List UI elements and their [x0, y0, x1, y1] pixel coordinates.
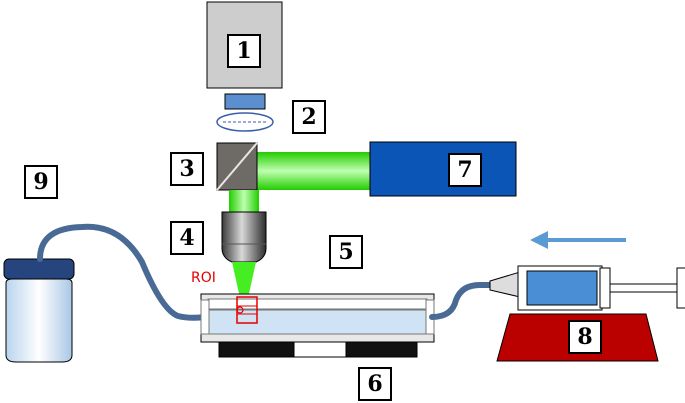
- label-stage: 6: [358, 367, 392, 401]
- objective-lens: [221, 211, 267, 263]
- dichroic-mirror-diagonal: [216, 142, 258, 191]
- syringe-plunger-rod: [609, 283, 681, 293]
- label-syringe-pump: 8: [568, 320, 602, 354]
- laser-beam-horizontal: [256, 152, 371, 190]
- label-objective: 4: [170, 221, 204, 255]
- reservoir-cap: [3, 258, 75, 280]
- outlet-tubing: [429, 281, 495, 320]
- roi-label: ROI: [191, 270, 216, 286]
- laser-source: [369, 141, 517, 197]
- label-dichroic-mirror: 3: [170, 152, 204, 186]
- label-reservoir: 9: [24, 165, 58, 199]
- reservoir-bottle: [5, 278, 73, 363]
- syringe-fluid: [526, 270, 598, 306]
- label-camera: 1: [227, 34, 261, 68]
- syringe-tip: [489, 271, 521, 298]
- syringe-thumb-press: [676, 267, 685, 309]
- label-flow-chamber: 5: [329, 235, 363, 269]
- syringe-plunger-head: [599, 267, 611, 309]
- laser-beam-vertical: [229, 190, 259, 212]
- flow-direction-arrowhead: [530, 231, 548, 249]
- tube-lens-holder: [224, 93, 266, 110]
- inlet-tubing: [37, 223, 207, 321]
- focused-beam: [232, 262, 256, 298]
- label-laser: 7: [448, 153, 482, 187]
- label-tube-lens: 2: [292, 100, 326, 134]
